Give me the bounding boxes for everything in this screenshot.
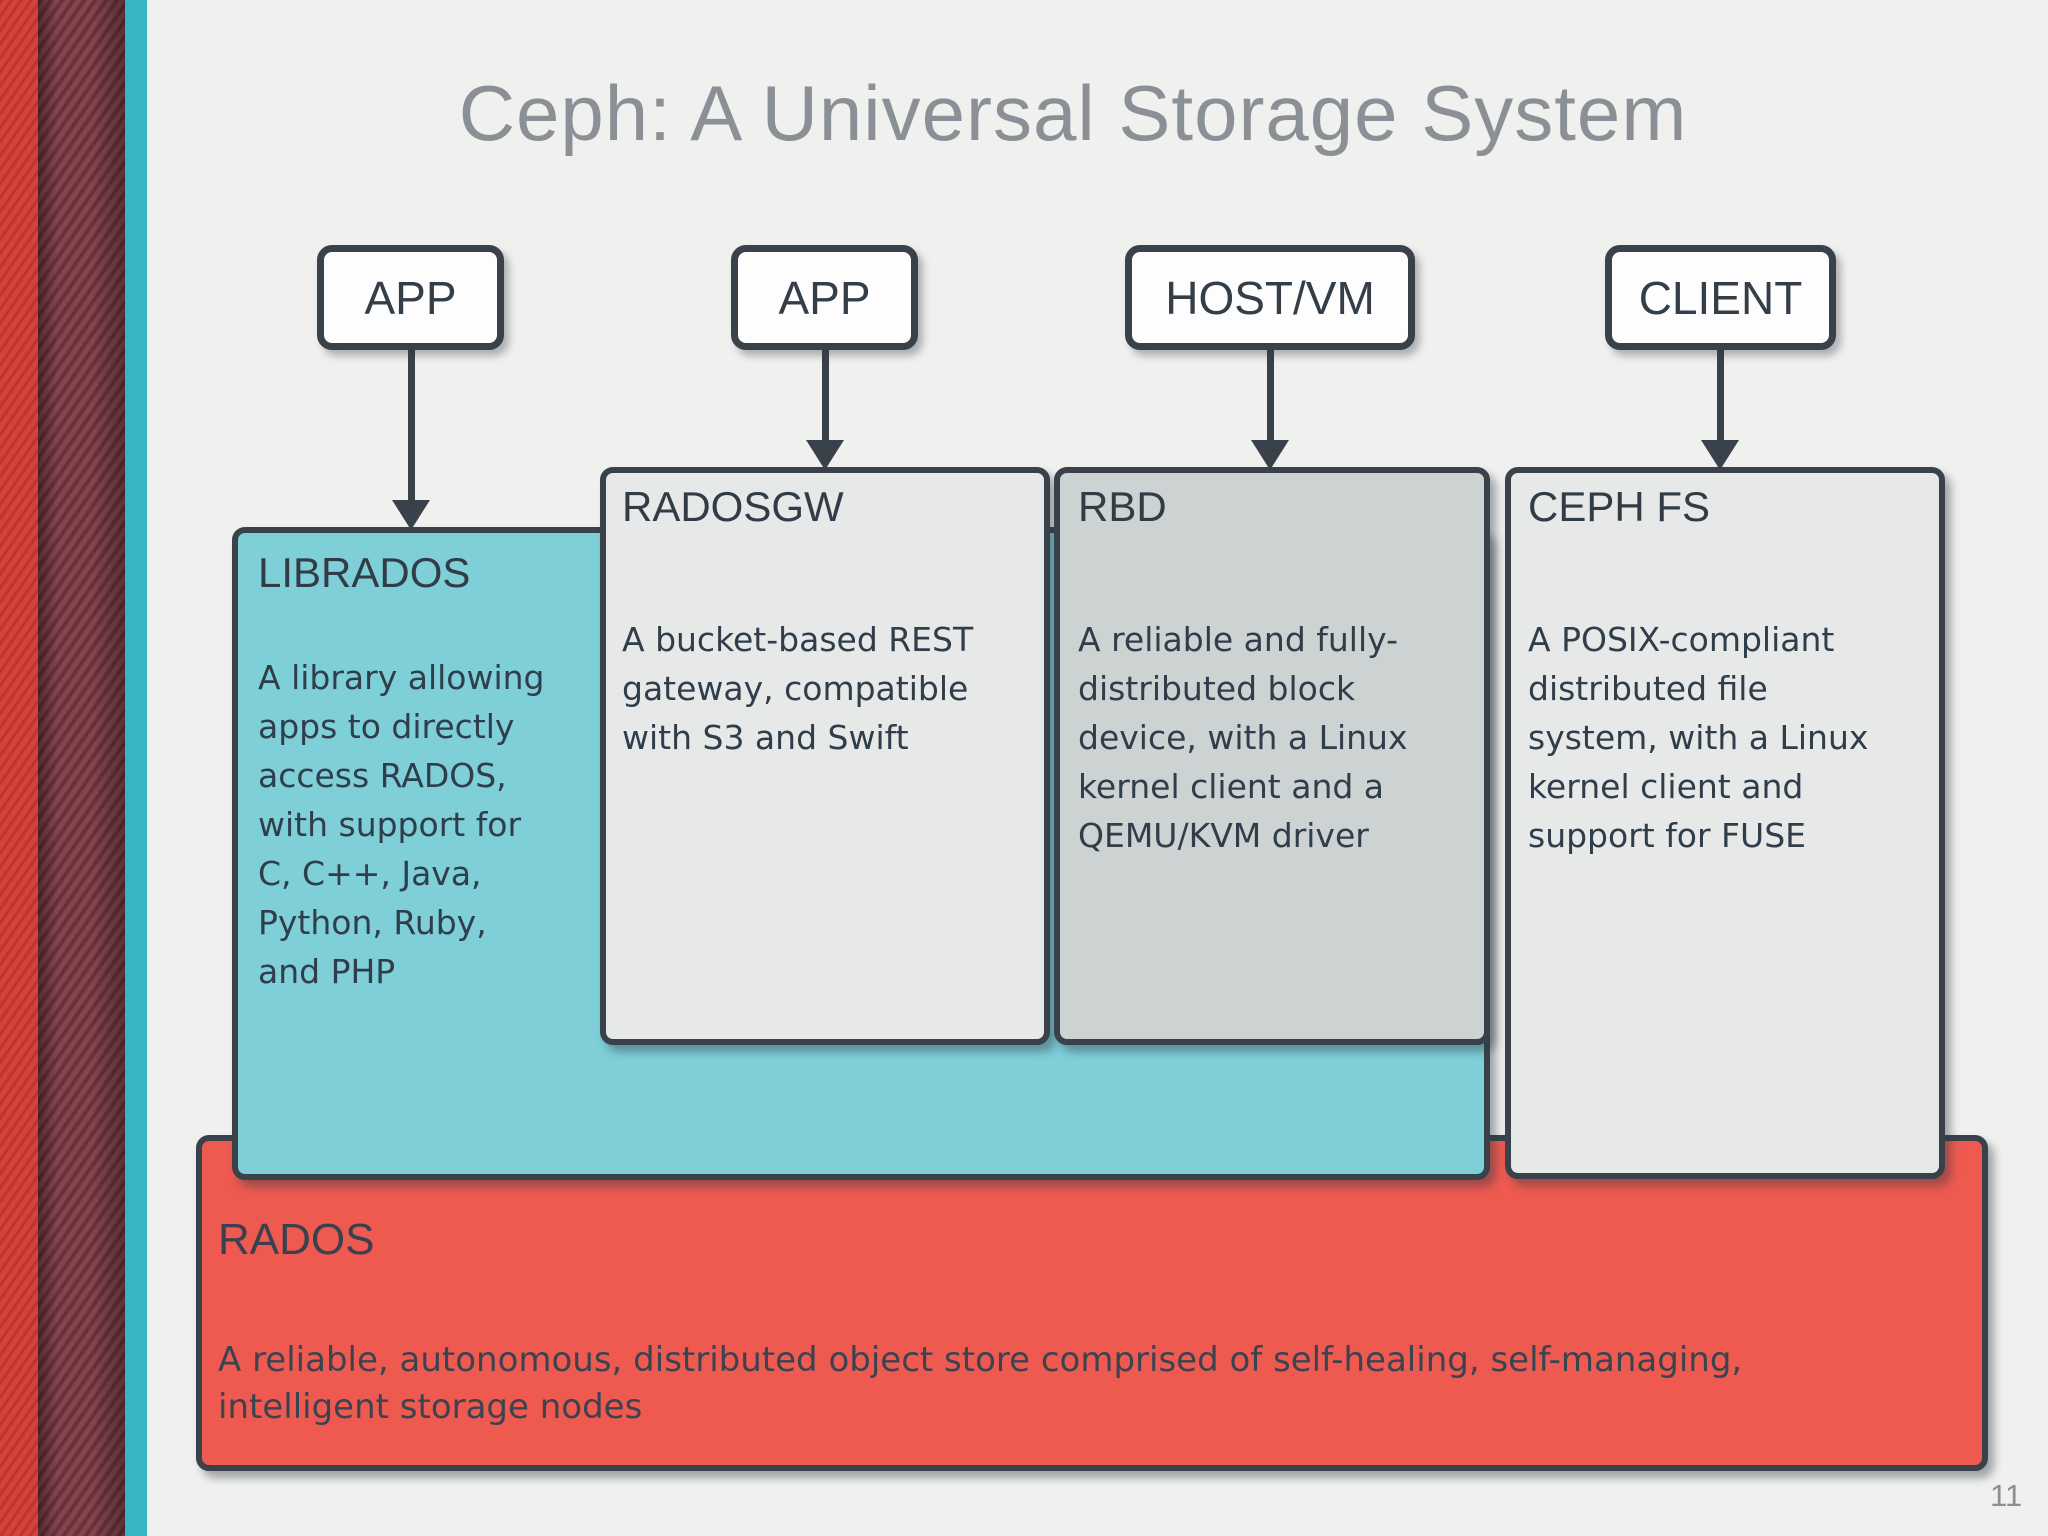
slide-title: Ceph: A Universal Storage System <box>458 69 1688 157</box>
arrow-shaft <box>1266 350 1274 440</box>
rbd-title: RBD <box>1078 483 1167 530</box>
cephfs-description: A POSIX-compliant distributed file syste… <box>1528 620 1869 855</box>
arrow-shaft <box>821 350 829 440</box>
arrow-head-icon <box>806 440 844 470</box>
node-host-vm: HOST/VM <box>1125 245 1415 350</box>
node-app-1: APP <box>317 245 504 350</box>
arrow-client-to-cephfs <box>1701 350 1739 470</box>
rbd-box: RBD A reliable and fully- distributed bl… <box>1054 467 1490 1045</box>
rados-title: RADOS <box>218 1215 375 1264</box>
cephfs-title: CEPH FS <box>1528 483 1711 530</box>
arrow-head-icon <box>1701 440 1739 470</box>
radosgw-box: RADOSGW A bucket-based REST gateway, com… <box>600 467 1050 1045</box>
arrow-head-icon <box>392 500 430 530</box>
page-number: 11 <box>1990 1478 2023 1513</box>
node-client: CLIENT <box>1605 245 1836 350</box>
radosgw-title: RADOSGW <box>622 483 844 530</box>
radosgw-description: A bucket-based REST gateway, compatible … <box>622 620 974 757</box>
librados-title: LIBRADOS <box>258 549 471 596</box>
node-app-2: APP <box>731 245 918 350</box>
rados-box: RADOS A reliable, autonomous, distribute… <box>196 1135 1988 1471</box>
librados-description: A library allowing apps to directly acce… <box>258 658 545 991</box>
arrow-app1-to-librados <box>392 350 430 530</box>
left-edge-red-stripe <box>0 0 38 1536</box>
arrow-app2-to-radosgw <box>806 350 844 470</box>
arrow-head-icon <box>1251 440 1289 470</box>
arrow-hostvm-to-rbd <box>1251 350 1289 470</box>
rbd-description: A reliable and fully- distributed block … <box>1078 620 1408 855</box>
left-edge-maroon-stripe <box>38 0 125 1536</box>
arrow-shaft <box>1716 350 1724 440</box>
cephfs-box: CEPH FS A POSIX-compliant distributed fi… <box>1505 467 1945 1179</box>
arrow-shaft <box>407 350 415 500</box>
rados-description: A reliable, autonomous, distributed obje… <box>218 1340 1743 1427</box>
left-edge-teal-stripe <box>125 0 147 1536</box>
